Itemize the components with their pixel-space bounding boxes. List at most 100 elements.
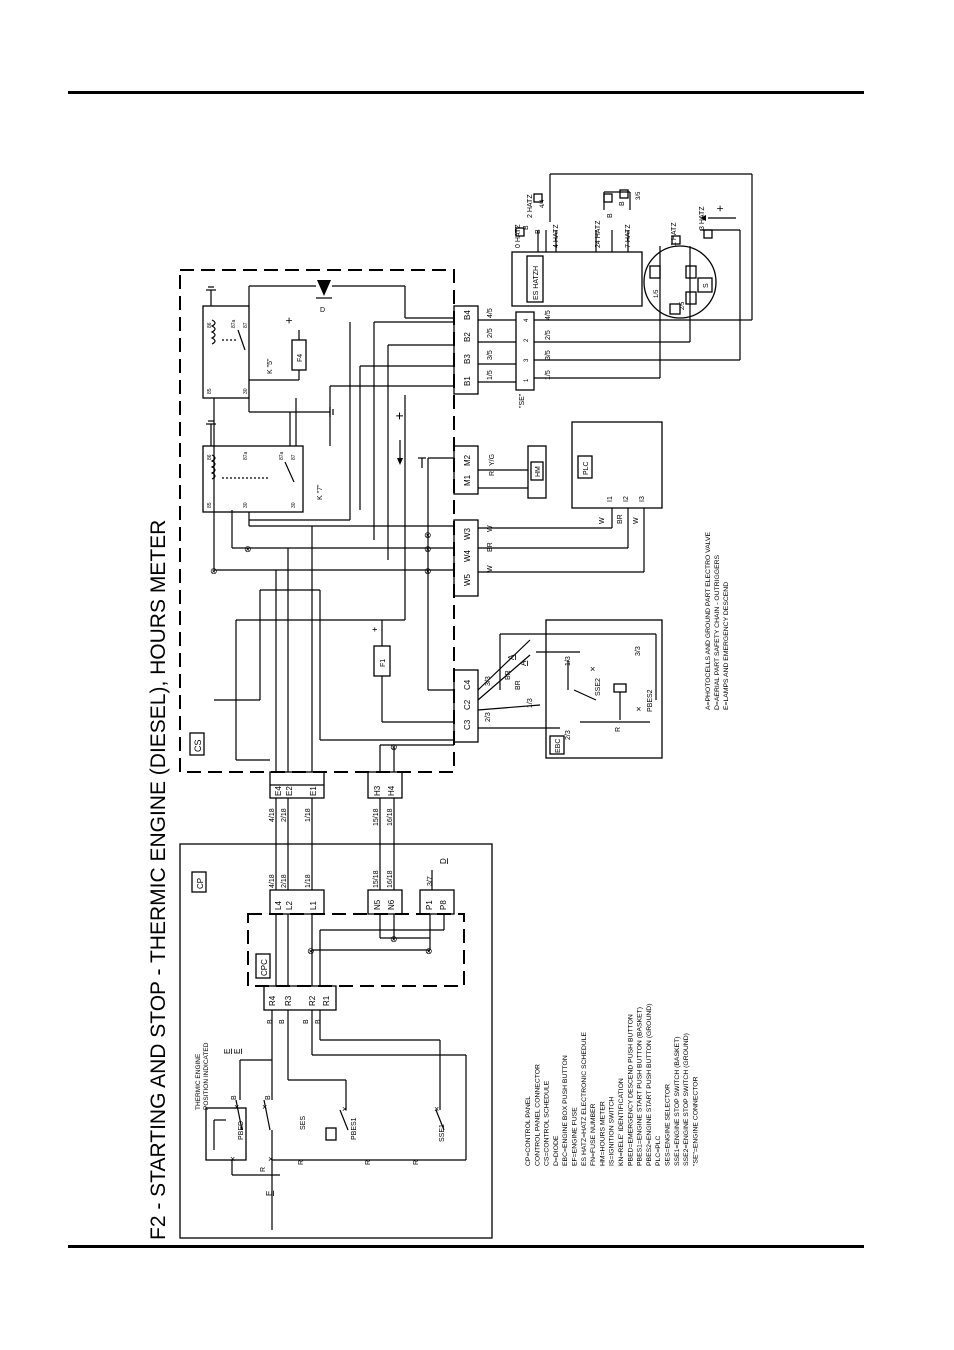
plc-wire-2: BR [617,514,624,524]
hatz-7: 7 HATZ [625,224,632,248]
b3-wire: 3/5 [487,350,494,360]
hm-box [527,445,547,499]
cp-term-l1: L1 [309,901,318,910]
cp-term-p8: P8 [439,900,448,910]
c4-letter-a2: A [519,660,528,666]
plc-in-1: I1 [607,496,614,502]
cs-w-strip [453,519,479,597]
cpc-box [247,913,465,987]
cp-term-n6: N6 [387,899,396,910]
hatz-0: 0 HATZ [515,224,522,248]
legend-item-17: SSE2=ENGINE STOP SWITCH (GROUND) [683,1033,690,1166]
link-e4-label: 4/18 [269,808,276,822]
cp-n6-wire: 16/18 [387,870,394,888]
cp-term-r1: R1 [322,995,331,1006]
cp-d-letter: D [439,858,448,864]
svg-text:⊗: ⊗ [424,566,432,576]
legend-abc-item-1: D=AERIAL PART SAFETY CHAIN - OUTRIGGERS [714,554,721,710]
svg-text:⊗: ⊗ [425,946,433,956]
cp-term-r4: R4 [268,995,277,1006]
cs-term-b4: B4 [463,310,472,320]
cp-letter-e3: E [265,1191,274,1196]
fuse-f4-label: F4 [297,354,304,362]
se-pin-1: 1 [524,378,530,382]
cp-term-n5: N5 [373,899,382,910]
svg-text:+: + [391,412,407,420]
b4-wire: 4/5 [487,308,494,318]
se-out-2: 2/5 [545,330,552,340]
cs-term-w5: W5 [463,573,472,586]
pbed-switch [205,1107,247,1161]
cs-b-strip [453,305,479,395]
m2-color: Y/G [489,454,496,466]
ebc-box [545,619,663,759]
legend-item-2: CS=CONTROL SCHEDULE [544,1080,551,1166]
fuse-f1-label: F1 [380,659,387,667]
diagram-title: F2 - STARTING AND STOP - THERMIC ENGINE … [147,520,170,1240]
plc-wire-1: W [599,517,606,524]
ebc-pin-1: 2/3 [565,730,572,740]
cp-term-r3: R3 [284,995,293,1006]
legend-abc: A=PHOTOCELLS AND GROUND PART ELECTRO VAL… [705,531,730,710]
svg-text:×: × [434,1104,439,1114]
se-connector [515,311,535,391]
plc-in-2: I2 [623,496,630,502]
es-hatz-box [511,251,643,307]
hatz-color-1: B [523,225,530,230]
cp-wire-b1: B [231,1095,238,1100]
cs-term-e1: E1 [309,786,318,796]
sse1-label: SSE1 [439,1124,446,1142]
pbes1-label: PBES1 [351,1117,358,1140]
svg-text:×: × [230,1154,235,1164]
relay-k7 [202,445,304,513]
svg-text:85: 85 [207,502,213,508]
svg-text:86: 86 [207,454,213,460]
pbed-label: PBED [238,1121,245,1140]
legend-item-9: IS=IGNITION SWITCH [609,1097,616,1166]
plc-label: PLC [583,461,590,475]
cp-term-r2: R2 [308,995,317,1006]
cs-term-m1: M1 [463,474,472,486]
hatz-code-4: 2/5 [680,301,686,310]
cs-term-c4: C4 [463,679,472,690]
svg-text:⊗: ⊗ [210,566,218,576]
ignition-switch-s: S [703,283,710,288]
svg-text:30: 30 [243,502,249,508]
hatz-code-1: 4/4 [540,199,546,208]
svg-text:+: + [370,627,380,632]
cs-term-h3: H3 [373,785,382,796]
cs-label: CS [193,739,203,752]
c4-letter-a1: A [507,654,516,660]
hatz-4: 4 HATZ [553,224,560,248]
w5-color: W [487,565,494,572]
cs-term-b1: B1 [463,376,472,386]
legend-item-7: FN=FUSE NUMBER [590,1103,597,1166]
ses-label: SES [300,1116,307,1130]
cp-wire-r1: R [260,1167,267,1172]
m1-color: R [489,471,496,476]
hatz-24: 24 HATZ [595,220,602,248]
cp-n5-wire: 15/18 [373,870,380,888]
svg-text:+: + [282,317,296,324]
es-hatz-label: ES HATZH [533,266,540,300]
svg-text:30: 30 [243,388,249,394]
se-pin-2: 2 [524,338,530,342]
legend-item-14: PLC=PLC [655,1135,662,1166]
cs-term-w4: W4 [463,549,472,562]
cs-c-strip [453,669,479,743]
svg-text:+: + [713,205,727,212]
cs-term-e2: E2 [285,786,294,796]
svg-text:⊗: ⊗ [244,544,252,554]
top-rule [68,91,864,94]
svg-text:87a: 87a [279,451,285,460]
svg-text:⊗: ⊗ [424,530,432,540]
se-pin-3: 3 [524,358,530,362]
diode-d-label: D [320,307,325,314]
link-h4-label: 16/18 [387,808,394,826]
legend-item-12: PBES1=ENGINE START PUSH BUTTON (BASKET) [637,1007,644,1166]
cpc-label: CPC [260,959,269,976]
bottom-rule [68,1245,864,1248]
legend-item-5: EF=ENGINE FUSE [572,1107,579,1166]
svg-text:⊗: ⊗ [390,742,398,752]
cs-term-b3: B3 [463,354,472,364]
